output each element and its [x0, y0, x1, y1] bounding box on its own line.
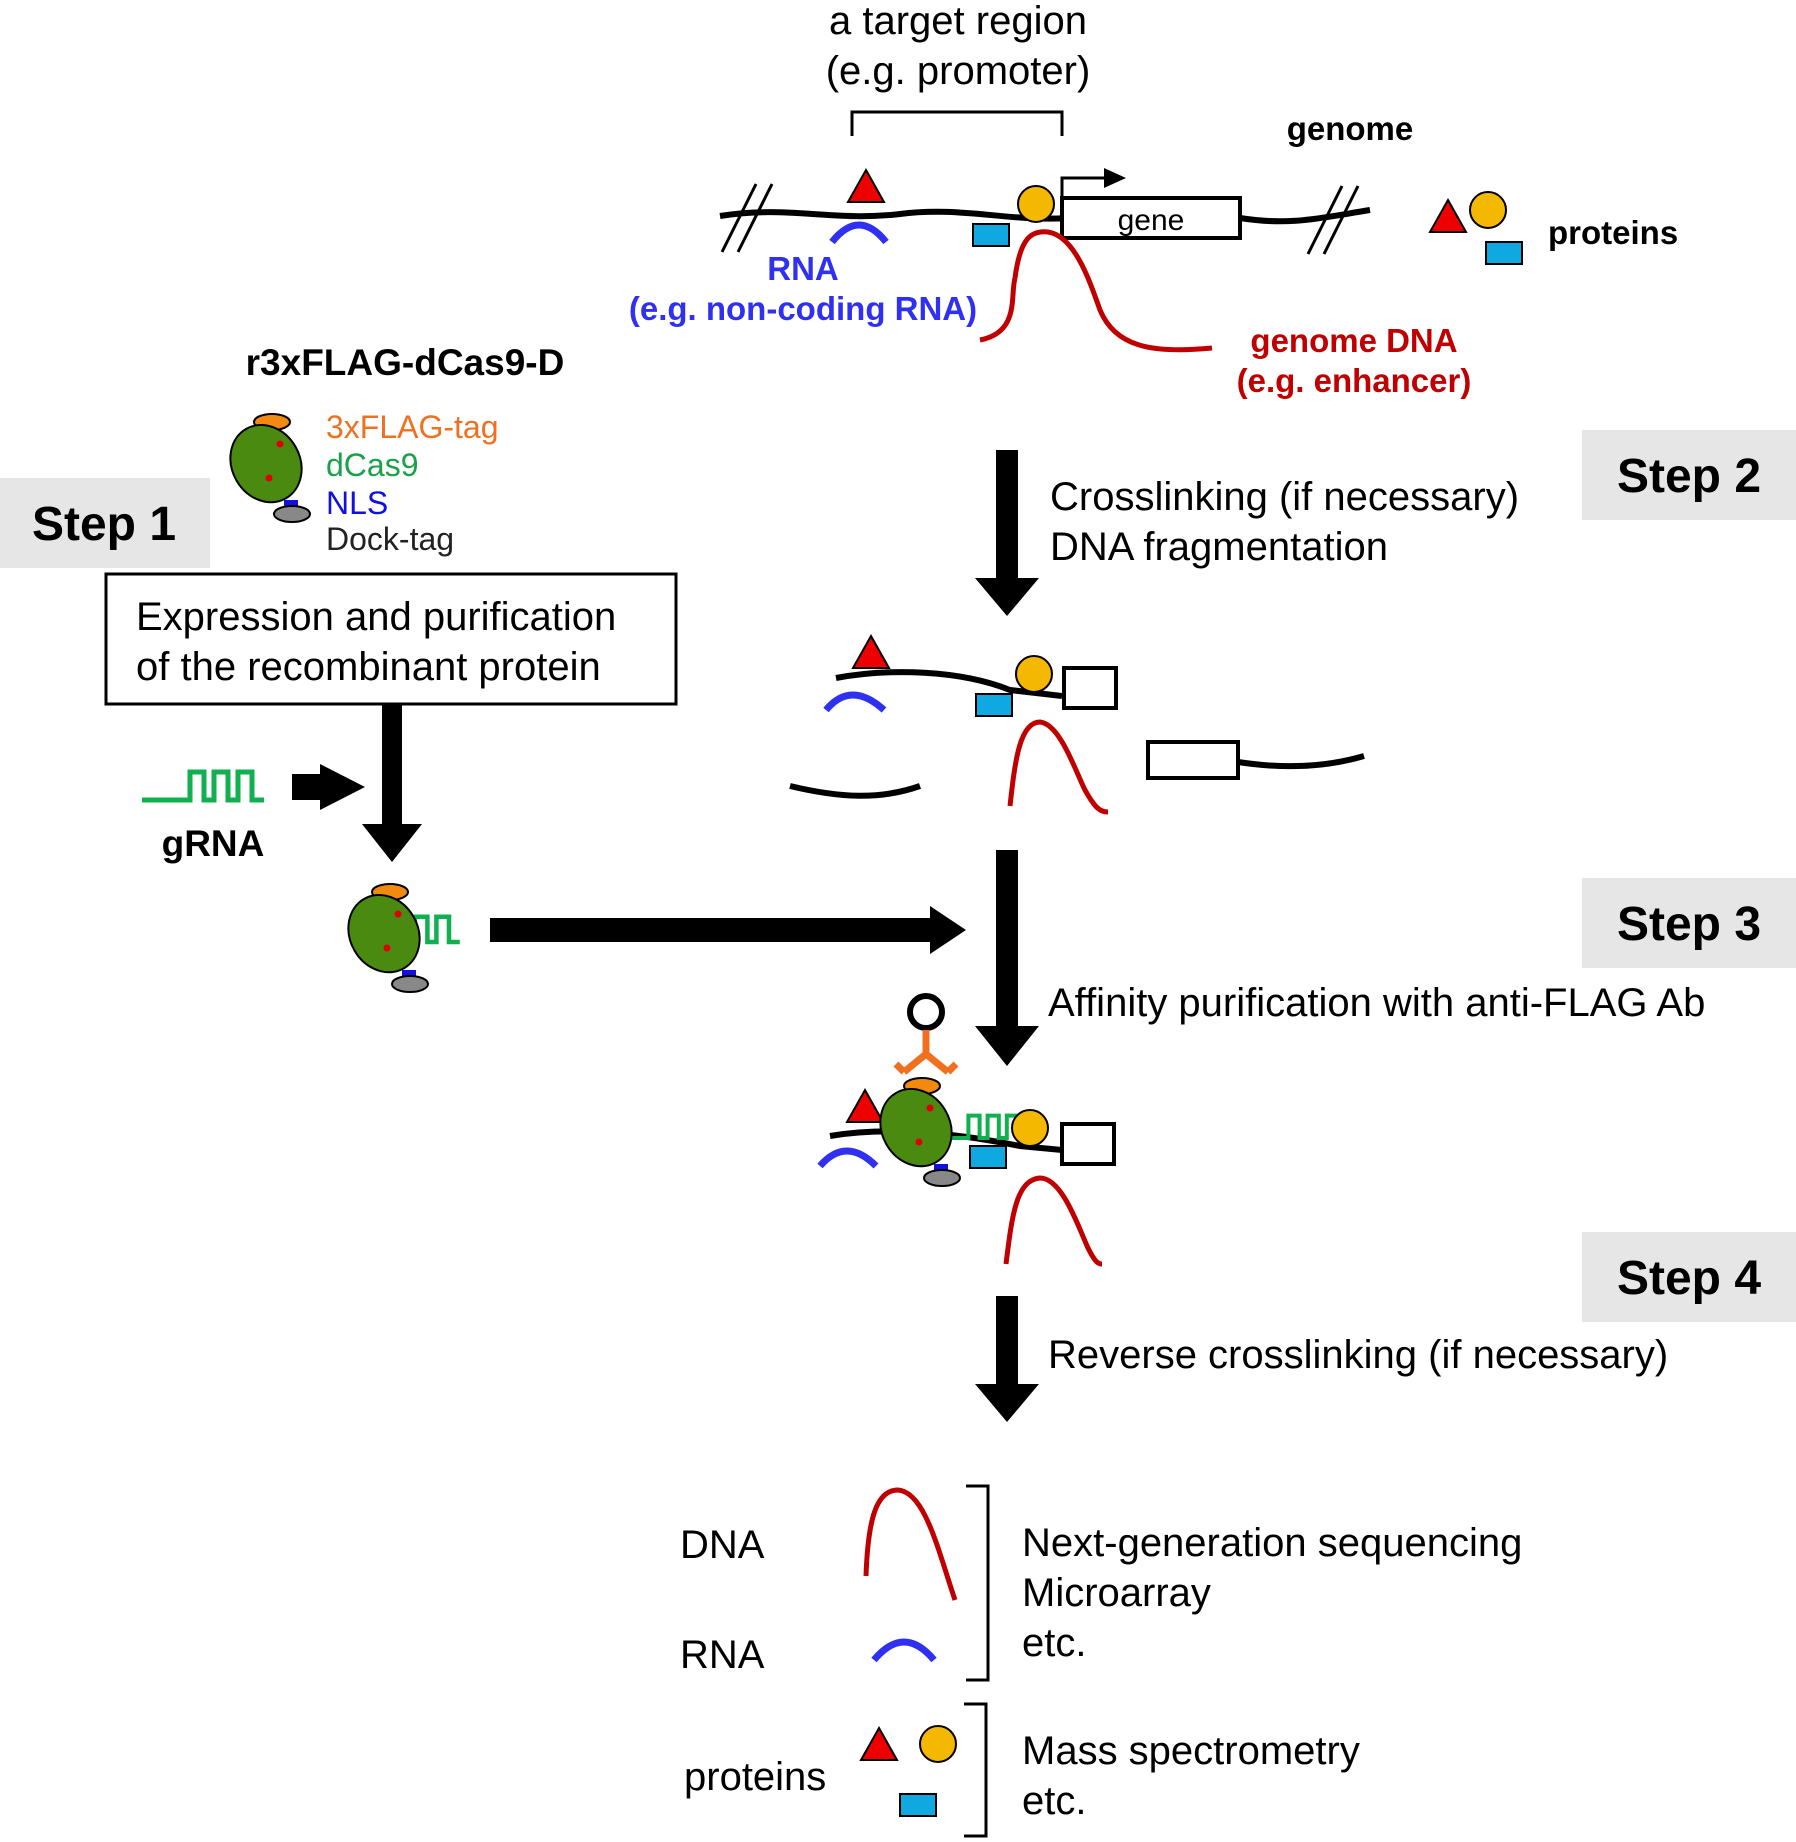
expression-purification-box	[104, 572, 678, 706]
gene-box	[1060, 196, 1242, 240]
complex-to-step3-arrow	[490, 906, 966, 954]
step-3-label: Step 3	[1617, 898, 1761, 951]
fragment-gene-box-2	[1146, 740, 1240, 780]
legend-nls: NLS	[326, 485, 388, 521]
genome-strand	[719, 207, 1371, 225]
grna-icon	[142, 772, 264, 800]
fragment-strand-main	[835, 669, 1063, 699]
step-4-label: Step 4	[1617, 1252, 1761, 1305]
method-protein-etc: etc.	[1022, 1779, 1086, 1823]
rna-label: RNA	[767, 250, 839, 287]
result-dna-label: DNA	[680, 1523, 765, 1567]
method-microarray: Microarray	[1022, 1571, 1211, 1615]
fragment-enhancer-dna-loop	[1007, 719, 1109, 815]
construct-title: r3xFLAG-dCas9-D	[246, 342, 565, 383]
result-triangle-protein-icon	[860, 1727, 898, 1761]
step-1-badge: Step 1	[0, 478, 210, 568]
result-rna-label: RNA	[680, 1633, 765, 1677]
expression-box-line-1: Expression and purification	[136, 595, 616, 639]
fragment-gene-box	[1062, 666, 1118, 710]
target-region-label: a target region	[829, 0, 1087, 43]
dcas9-grna-complex-icon	[333, 880, 435, 993]
ip-triangle-protein-icon	[846, 1089, 884, 1123]
step-2-text-line-2: DNA fragmentation	[1050, 525, 1388, 569]
nucleic-acid-bracket	[966, 1484, 990, 1682]
anti-flag-antibody-icon	[893, 993, 959, 1075]
fragment-strand-lower-left	[789, 783, 921, 799]
step-1-label: Step 1	[32, 498, 176, 551]
free-circle-protein-icon	[1469, 191, 1507, 229]
legend-3xflag-tag: 3xFLAG-tag	[326, 409, 499, 445]
fragment-triangle-protein-icon	[852, 635, 890, 669]
method-nucleic-etc: etc.	[1022, 1621, 1086, 1665]
ip-rna-arc-icon	[817, 1147, 879, 1169]
rna-arc-icon	[829, 221, 889, 245]
result-circle-protein-icon	[919, 1725, 957, 1763]
fragment-square-protein-icon	[975, 693, 1013, 717]
dcas9-construct-icon	[215, 410, 317, 523]
step-2-label: Step 2	[1617, 450, 1761, 503]
step-2-down-arrow	[975, 450, 1039, 616]
fragment-circle-protein-icon	[1015, 655, 1053, 693]
genome-dna-example-label: (e.g. enhancer)	[1237, 362, 1472, 399]
free-square-protein-icon	[1485, 241, 1523, 265]
step-4-text: Reverse crosslinking (if necessary)	[1048, 1333, 1668, 1377]
result-dna-loop-icon	[863, 1487, 958, 1601]
grna-arrow	[292, 764, 365, 810]
break-mark-left	[720, 183, 774, 253]
step-4-badge: Step 4	[1582, 1232, 1796, 1322]
genome-label: genome	[1287, 110, 1414, 147]
transcription-start-arrow	[1060, 168, 1126, 198]
legend-dcas9: dCas9	[326, 447, 419, 483]
step-1-down-arrow	[362, 704, 422, 862]
circle-protein-icon	[1017, 185, 1055, 223]
method-mass-spec: Mass spectrometry	[1022, 1729, 1360, 1773]
step-2-text-line-1: Crosslinking (if necessary)	[1050, 475, 1519, 519]
step-3-text: Affinity purification with anti-FLAG Ab	[1048, 981, 1705, 1025]
step-3-down-arrow	[975, 850, 1039, 1066]
protein-bracket	[964, 1702, 988, 1838]
ip-circle-protein-icon	[1011, 1109, 1049, 1147]
expression-box-line-2: of the recombinant protein	[136, 645, 601, 689]
break-mark-right	[1306, 185, 1360, 255]
grna-label: gRNA	[162, 823, 265, 864]
target-region-bracket	[850, 110, 1064, 136]
step-4-down-arrow	[975, 1296, 1039, 1422]
result-proteins-label: proteins	[684, 1755, 826, 1799]
ip-dcas9-icon	[865, 1074, 967, 1187]
rna-example-label: (e.g. non-coding RNA)	[629, 290, 977, 327]
triangle-protein-icon	[847, 169, 885, 203]
enhancer-dna-loop	[979, 229, 1213, 353]
ip-square-protein-icon	[969, 1145, 1007, 1169]
free-triangle-protein-icon	[1429, 199, 1467, 233]
square-protein-icon	[972, 223, 1010, 247]
step-3-badge: Step 3	[1582, 878, 1796, 968]
result-square-protein-icon	[899, 1793, 937, 1817]
ip-gene-box	[1060, 1122, 1116, 1166]
result-rna-arc-icon	[871, 1638, 937, 1663]
method-ngs: Next-generation sequencing	[1022, 1521, 1522, 1565]
proteins-label: proteins	[1548, 214, 1678, 251]
legend-dock-tag: Dock-tag	[326, 521, 454, 557]
target-region-example: (e.g. promoter)	[826, 49, 1091, 93]
gene-label: gene	[1118, 204, 1185, 237]
fragment-rna-arc-icon	[823, 691, 887, 713]
genome-dna-label: genome DNA	[1250, 322, 1457, 359]
step-2-badge: Step 2	[1582, 430, 1796, 520]
ip-enhancer-dna-loop	[1003, 1175, 1103, 1267]
fragment-strand-lower-right	[1237, 753, 1365, 770]
